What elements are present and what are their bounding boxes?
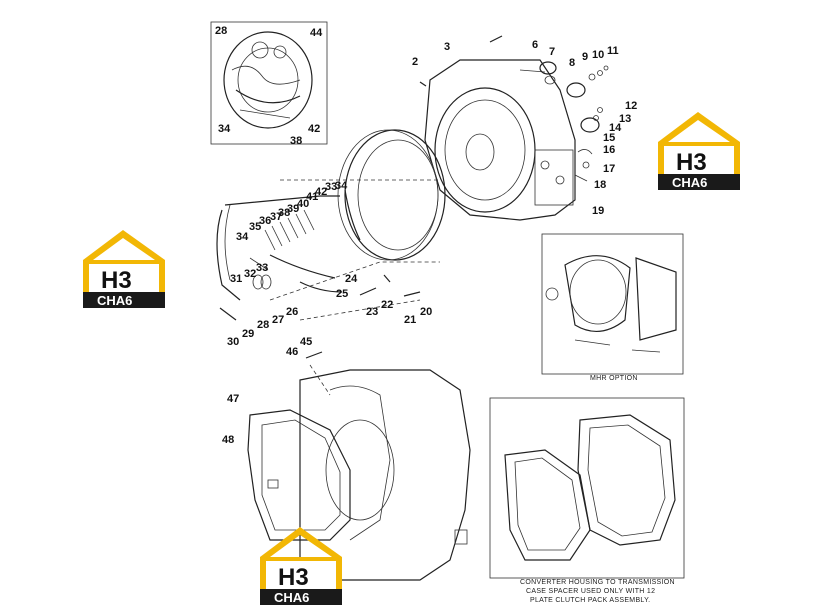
watermark-logo-bottom: H3 CHA6 xyxy=(260,527,342,605)
callout-46: 46 xyxy=(286,346,298,358)
logo-word-right: CHA6 xyxy=(672,175,707,190)
callout-23: 23 xyxy=(366,306,378,318)
inset-callout-28: 28 xyxy=(215,25,227,37)
inset-callout-38: 38 xyxy=(290,135,302,147)
callout-27: 27 xyxy=(272,314,284,326)
callout-6: 6 xyxy=(532,39,538,51)
logo-mark-bottom: H3 xyxy=(278,564,309,591)
callout-21: 21 xyxy=(404,314,416,326)
callout-13: 13 xyxy=(619,113,631,125)
callout-19: 19 xyxy=(592,205,604,217)
callout-33: 33 xyxy=(256,262,268,274)
callout-42: 42 xyxy=(315,186,327,198)
gasket-47 xyxy=(247,409,351,541)
inset-callout-34: 34 xyxy=(218,123,231,135)
mhr-option-caption: MHR OPTION xyxy=(590,375,638,382)
callout-11: 11 xyxy=(607,45,619,57)
callout-43: 33 xyxy=(325,181,337,193)
watermark-logo-right: H3 CHA6 xyxy=(658,112,740,190)
spacer-caption-line-3: PLATE CLUTCH PACK ASSEMBLY. xyxy=(530,597,650,604)
inset-detail-box: 28 44 34 38 42 xyxy=(210,21,328,147)
callout-16: 16 xyxy=(603,144,615,156)
callout-29: 29 xyxy=(242,328,254,340)
tube-assembly xyxy=(216,189,421,321)
callout-numbers: 2 3 6 7 8 9 10 11 12 13 14 15 16 17 18 1… xyxy=(222,39,637,446)
callout-36: 36 xyxy=(259,215,271,227)
callout-7: 7 xyxy=(549,46,555,58)
callout-39: 39 xyxy=(287,203,299,215)
logo-mark-right: H3 xyxy=(676,149,707,176)
logo-mark-left: H3 xyxy=(101,267,132,294)
callout-15: 15 xyxy=(603,132,615,144)
callout-30: 30 xyxy=(227,336,239,348)
logo-word-bottom: CHA6 xyxy=(274,590,309,605)
callout-22: 22 xyxy=(381,299,393,311)
callout-20: 20 xyxy=(420,306,432,318)
mhr-option-box: MHR OPTION xyxy=(541,233,684,382)
callout-32: 32 xyxy=(244,268,256,280)
callout-18: 18 xyxy=(594,179,606,191)
callout-34: 34 xyxy=(236,231,249,243)
callout-41: 41 xyxy=(306,191,318,203)
inset-callout-44: 44 xyxy=(310,27,323,39)
callout-26: 26 xyxy=(286,306,298,318)
callout-3: 3 xyxy=(444,41,450,53)
alignment-lines xyxy=(269,179,440,396)
callout-44: 34 xyxy=(335,180,348,192)
callout-12: 12 xyxy=(625,100,637,112)
spacer-caption-line-1: CONVERTER HOUSING TO TRANSMISSION xyxy=(520,579,675,586)
bolt-45 xyxy=(305,351,323,359)
callout-38: 38 xyxy=(278,207,290,219)
callout-25: 25 xyxy=(336,288,348,300)
callout-45: 45 xyxy=(300,336,312,348)
converter-housing xyxy=(419,35,609,221)
callout-9: 9 xyxy=(582,51,588,63)
callout-37: 37 xyxy=(270,211,282,223)
watermark-logo-left: H3 CHA6 xyxy=(83,230,165,308)
callout-48: 48 xyxy=(222,434,234,446)
callout-47: 47 xyxy=(227,393,239,405)
spacer-detail-box: CONVERTER HOUSING TO TRANSMISSION CASE S… xyxy=(489,397,685,604)
callout-31: 31 xyxy=(230,273,242,285)
callout-28: 28 xyxy=(257,319,269,331)
callout-35: 35 xyxy=(249,221,261,233)
callout-40: 40 xyxy=(297,198,309,210)
spacer-caption-line-2: CASE SPACER USED ONLY WITH 12 xyxy=(526,588,655,595)
callout-10: 10 xyxy=(592,49,604,61)
logo-word-left: CHA6 xyxy=(97,293,132,308)
callout-24: 24 xyxy=(345,273,358,285)
spacer-ring xyxy=(337,129,446,261)
callout-8: 8 xyxy=(569,57,575,69)
callout-14: 14 xyxy=(609,122,622,134)
callout-2: 2 xyxy=(412,56,418,68)
inset-callout-42: 42 xyxy=(308,123,320,135)
callout-17: 17 xyxy=(603,163,615,175)
